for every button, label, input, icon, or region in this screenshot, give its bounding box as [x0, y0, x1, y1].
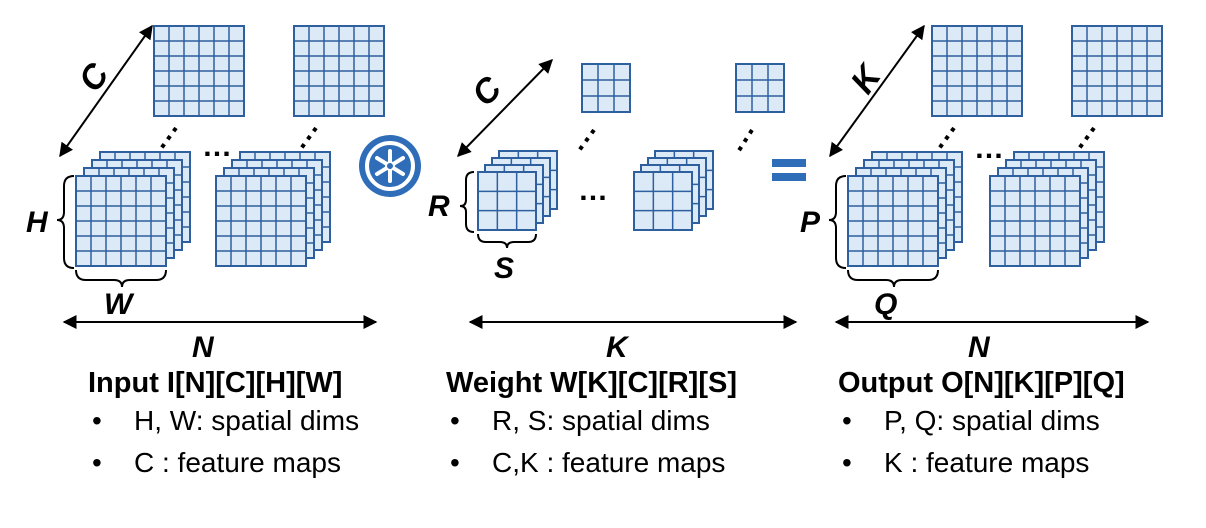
feature-map-grids [75, 25, 1163, 267]
weight-bullet-list: • R, S: spatial dims • C,K : feature map… [450, 405, 725, 478]
list-item: P, Q: spatial dims [884, 405, 1100, 436]
output-back-feature-map [1071, 25, 1163, 117]
weight-title: Weight W[K][C][R][S] [446, 367, 737, 399]
output-height-label: P [800, 206, 821, 239]
list-item: K : feature maps [884, 447, 1089, 478]
output-width-brace [847, 269, 939, 288]
list-item: C : feature maps [134, 447, 341, 478]
weight-height-brace [459, 171, 475, 233]
input-title: Input I[N][C][H][W] [88, 367, 342, 399]
list-item: H, W: spatial dims [134, 405, 359, 436]
equals-sign-icon [772, 159, 806, 181]
output-depth-label: K [843, 57, 890, 101]
list-item: R, S: spatial dims [492, 405, 710, 436]
output-back-feature-map [931, 25, 1023, 117]
weight-front-filter [477, 171, 537, 231]
input-depth-label: C [71, 56, 116, 98]
convolution-operator-icon [359, 135, 421, 197]
output-ellipsis: … [974, 132, 1004, 165]
weight-width-label: S [494, 252, 514, 285]
input-height-brace [56, 175, 75, 269]
weight-depth-label: C [465, 69, 510, 114]
weight-depth-arrow [457, 58, 553, 158]
output-title: Output O[N][K][P][Q] [838, 367, 1125, 399]
bullet-marker: • [92, 447, 102, 478]
input-front-feature-map [215, 175, 307, 267]
input-ellipsis: … [202, 130, 232, 163]
weight-front-filter [633, 171, 693, 231]
output-depth-arrow [829, 24, 925, 158]
weight-back-filter [735, 63, 785, 113]
output-width-label: Q [874, 288, 897, 321]
input-front-feature-map [75, 175, 167, 267]
input-back-feature-map [293, 25, 385, 117]
weight-height-label: R [428, 190, 450, 223]
input-width-label: W [104, 288, 135, 321]
bullet-marker: • [450, 447, 460, 478]
bullet-marker: • [92, 405, 102, 436]
input-bullet-list: • H, W: spatial dims • C : feature maps [92, 405, 359, 478]
depth-dotted-connectors [158, 126, 1096, 154]
input-batch-label: N [192, 331, 215, 364]
weight-width-brace [477, 233, 537, 249]
input-width-brace [75, 269, 167, 288]
bullet-marker: • [450, 405, 460, 436]
output-bullet-list: • P, Q: spatial dims • K : feature maps [842, 405, 1100, 478]
output-front-feature-map [989, 175, 1081, 267]
weight-back-filter [581, 63, 631, 113]
weight-batch-label: K [606, 331, 630, 364]
bullet-marker: • [842, 405, 852, 436]
input-depth-arrow [59, 24, 153, 158]
input-back-feature-map [153, 25, 245, 117]
output-height-brace [828, 175, 847, 269]
list-item: C,K : feature maps [492, 447, 725, 478]
output-front-feature-map [847, 175, 939, 267]
input-height-label: H [26, 206, 49, 239]
output-batch-label: N [968, 331, 991, 364]
weight-ellipsis: … [578, 174, 608, 207]
bullet-marker: • [842, 447, 852, 478]
